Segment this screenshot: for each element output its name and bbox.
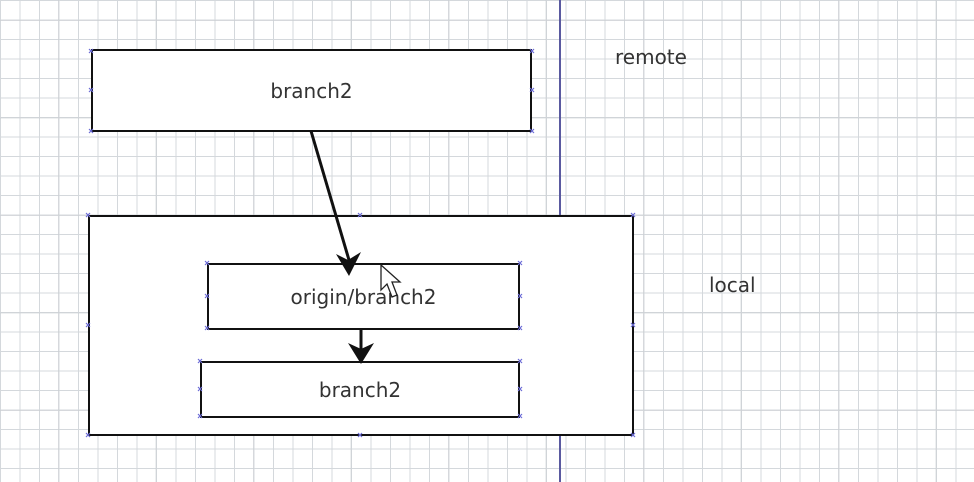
connection-handles <box>85 48 636 438</box>
origin-branch-node[interactable]: origin/branch2 <box>207 263 520 330</box>
fetch-arrow-line[interactable] <box>309 130 351 261</box>
remote-branch-label: branch2 <box>270 78 353 103</box>
local-branch-node[interactable]: branch2 <box>200 361 520 418</box>
mouse-pointer-icon <box>380 263 402 298</box>
remote-branch-node[interactable]: branch2 <box>91 49 532 132</box>
remote-zone-label: remote <box>615 45 687 69</box>
track-arrowhead-icon <box>348 343 374 364</box>
origin-branch-label: origin/branch2 <box>290 284 437 309</box>
local-zone-label: local <box>709 273 756 297</box>
local-branch-label: branch2 <box>318 377 402 402</box>
fetch-arrowhead-icon <box>336 252 361 276</box>
